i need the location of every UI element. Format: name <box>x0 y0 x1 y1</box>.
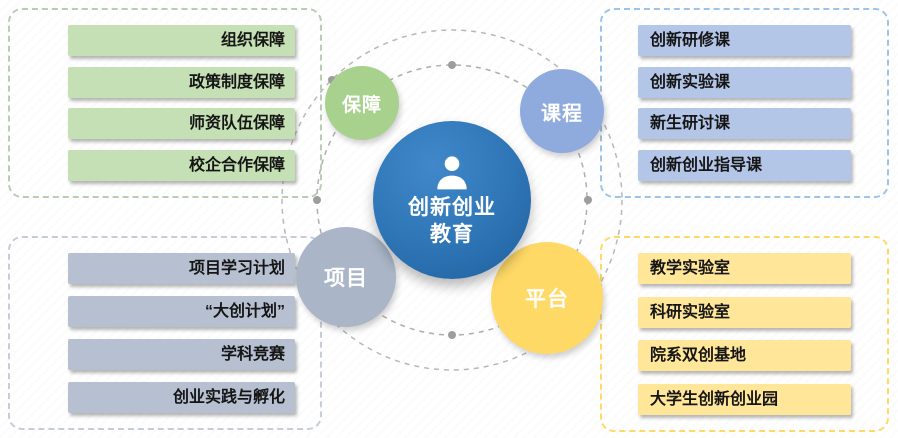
list-item: 学科竞赛 <box>68 339 295 370</box>
list-item: 组织保障 <box>68 25 295 56</box>
list-item: 创业实践与孵化 <box>68 382 295 413</box>
list-item: 师资队伍保障 <box>68 108 295 140</box>
list-item: 大学生创新创业园 <box>638 383 851 415</box>
center-title-line2: 教育 <box>430 223 474 246</box>
node-kecheng: 课程 <box>520 69 604 153</box>
group-kecheng-panel: 创新研修课 创新实验课 新生研讨课 创新创业指导课 <box>600 8 889 198</box>
node-label: 项目 <box>324 267 368 290</box>
list-item: 科研实验室 <box>638 296 851 328</box>
node-pingtai: 平台 <box>491 242 603 354</box>
list-item: “大创计划” <box>68 296 295 327</box>
center-node: 创新创业 教育 <box>373 121 531 279</box>
list-item: 项目学习计划 <box>68 253 295 284</box>
node-label: 保障 <box>341 94 382 116</box>
person-icon <box>437 156 467 190</box>
list-item: 校企合作保障 <box>68 149 295 181</box>
list-item: 新生研讨课 <box>638 108 851 140</box>
list-item: 教学实验室 <box>638 253 851 284</box>
center-title-line1: 创新创业 <box>408 195 496 219</box>
node-xiangmu: 项目 <box>296 227 396 327</box>
group-baozhang-panel: 组织保障 政策制度保障 师资队伍保障 校企合作保障 <box>8 8 322 198</box>
list-item: 创新实验课 <box>638 66 851 98</box>
list-item: 政策制度保障 <box>68 66 295 98</box>
list-item: 创新创业指导课 <box>638 149 851 181</box>
list-item: 创新研修课 <box>638 25 851 56</box>
node-label: 课程 <box>541 102 583 125</box>
node-baozhang: 保障 <box>325 66 399 140</box>
list-item: 院系双创基地 <box>638 340 851 372</box>
group-xiangmu-panel: 项目学习计划 “大创计划” 学科竞赛 创业实践与孵化 <box>8 236 322 430</box>
group-pingtai-panel: 教学实验室 科研实验室 院系双创基地 大学生创新创业园 <box>600 236 889 432</box>
node-label: 平台 <box>525 288 569 311</box>
